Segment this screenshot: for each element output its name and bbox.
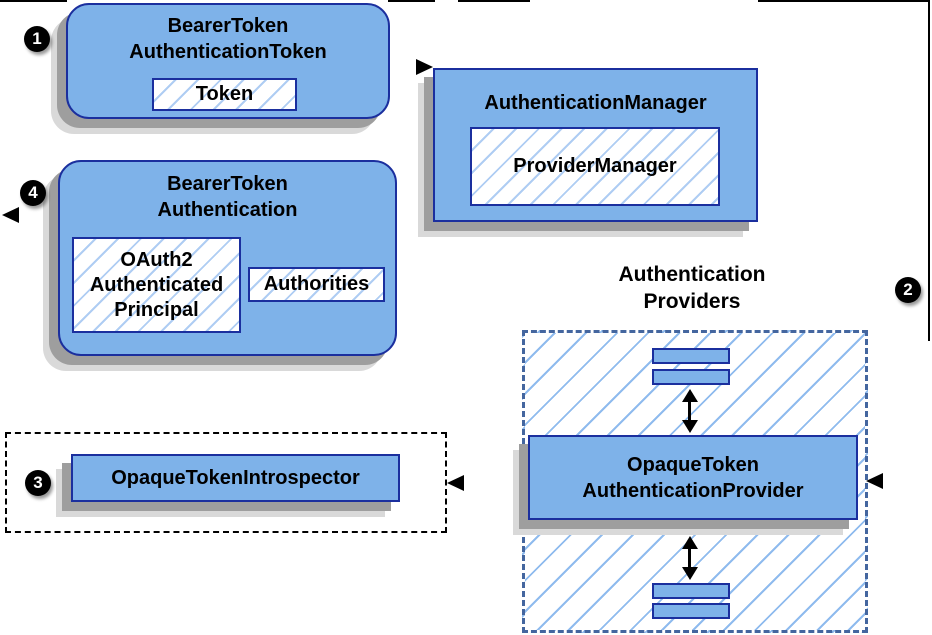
introspector-group bbox=[5, 432, 447, 533]
arrowhead-authentication-out-icon bbox=[2, 207, 19, 223]
opaque-token-authentication-provider-node: OpaqueToken AuthenticationProvider bbox=[528, 435, 858, 520]
bearer-token-authentication-token-node: BearerToken AuthenticationToken Token bbox=[66, 3, 390, 119]
bidirectional-arrow-icon bbox=[682, 536, 698, 580]
bearer-token-authentication-token-title: BearerToken AuthenticationToken bbox=[129, 15, 327, 63]
bearer-token-authentication-title: BearerToken Authentication bbox=[157, 173, 298, 221]
step-3-badge: 3 bbox=[25, 470, 51, 496]
provider-stack-bar bbox=[652, 583, 730, 599]
authentication-providers-heading: Authentication Providers bbox=[618, 263, 766, 313]
bearer-token-authentication-node: BearerToken Authentication OAuth2 Authen… bbox=[58, 160, 397, 356]
token-chip: Token bbox=[152, 78, 297, 111]
arrowhead-into-introspector-icon bbox=[447, 475, 464, 491]
arrow-stem bbox=[688, 545, 691, 571]
opaque-token-introspector-node: OpaqueTokenIntrospector bbox=[71, 454, 400, 502]
step-2-badge: 2 bbox=[895, 277, 921, 303]
provider-stack-bar bbox=[652, 603, 730, 619]
oauth2-authenticated-principal-chip: OAuth2 Authenticated Principal bbox=[72, 237, 241, 333]
opaque-token-authentication-provider-label: OpaqueToken AuthenticationProvider bbox=[582, 453, 804, 502]
arrowhead-into-manager-icon bbox=[416, 59, 433, 75]
authorities-chip: Authorities bbox=[248, 267, 385, 302]
manager-to-authentication-line bbox=[395, 0, 435, 2]
manager-to-provider-line-vertical bbox=[928, 0, 930, 341]
provider-stack-bar bbox=[652, 369, 730, 385]
opaque-token-introspector-label: OpaqueTokenIntrospector bbox=[111, 467, 360, 489]
bidirectional-arrow-icon bbox=[682, 389, 698, 433]
provider-to-introspector-line bbox=[458, 0, 530, 2]
step-1-badge: 1 bbox=[24, 26, 50, 52]
step-4-badge: 4 bbox=[20, 180, 46, 206]
authentication-manager-title: AuthenticationManager bbox=[484, 92, 707, 114]
arrowhead-into-provider-icon bbox=[866, 473, 883, 489]
provider-stack-bar bbox=[652, 348, 730, 364]
authentication-out-line bbox=[16, 0, 60, 2]
provider-manager-chip: ProviderManager bbox=[470, 127, 720, 206]
manager-to-provider-line-bottom bbox=[882, 0, 930, 2]
arrow-stem bbox=[688, 398, 691, 424]
manager-to-provider-line-top bbox=[758, 0, 930, 2]
authentication-manager-node: AuthenticationManager ProviderManager bbox=[433, 68, 758, 222]
